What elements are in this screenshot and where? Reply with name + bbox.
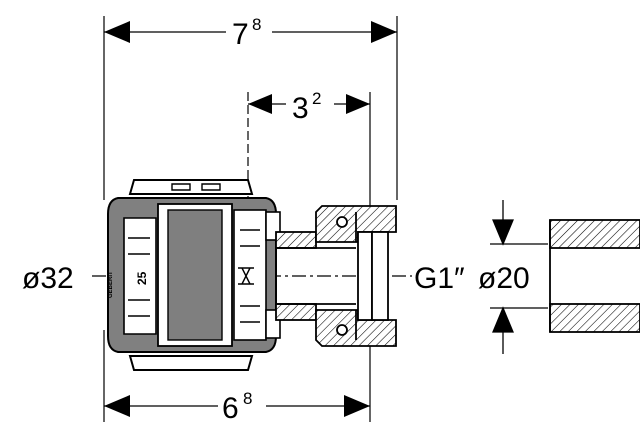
dimension-socket-length: 3 2 xyxy=(248,89,370,125)
size-marking: 25 xyxy=(135,271,149,285)
pipe-end xyxy=(549,219,640,333)
socket-length-sup: 2 xyxy=(312,89,321,108)
body-length-sup: 8 xyxy=(243,389,252,408)
center-symbol xyxy=(238,267,254,285)
overall-length-sup: 8 xyxy=(252,15,261,34)
brand-marking: GEBERIT xyxy=(108,271,114,298)
pipe-diameter-label: ø32 xyxy=(22,262,74,295)
overall-length-value: 7 xyxy=(232,18,249,51)
dimension-fitting-diameter xyxy=(490,200,548,354)
press-body xyxy=(107,179,281,371)
dimension-body-length: 6 8 xyxy=(104,389,370,425)
fitting-diameter-label: ø20 xyxy=(478,262,530,295)
socket-length-value: 3 xyxy=(292,92,309,125)
dimension-overall-length: 7 8 xyxy=(104,15,397,51)
thread-size-label: G1″ xyxy=(414,262,465,295)
fitting-neck xyxy=(275,231,356,321)
union-nut xyxy=(315,205,397,347)
body-length-value: 6 xyxy=(222,392,239,425)
